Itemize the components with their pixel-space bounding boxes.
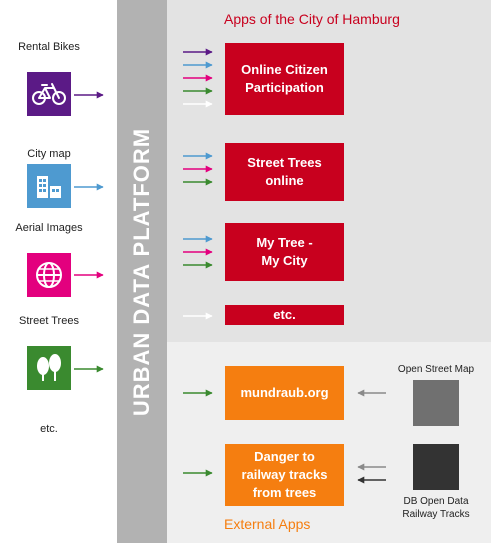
source-label-street-trees: Street Trees: [19, 315, 79, 327]
city-buildings-icon: [37, 176, 61, 198]
rental-bikes-tile: [27, 72, 71, 116]
app-etc: etc.: [225, 305, 344, 325]
street-trees-tile: [27, 346, 71, 390]
app-danger-railway-tracks: Danger to railway tracks from trees: [225, 444, 344, 506]
source-label-city-map: City map: [27, 148, 71, 160]
app-street-trees-online: Street Trees online: [225, 143, 344, 201]
etc-tile: [27, 440, 71, 484]
aerial-images-tile: [27, 253, 71, 297]
urban-data-platform-bar: [117, 0, 167, 543]
source-label-rental-bikes: Rental Bikes: [18, 41, 80, 53]
source-label-aerial-images: Aerial Images: [15, 222, 83, 234]
bicycle-icon: [32, 83, 66, 105]
external-apps-title: External Apps: [224, 516, 311, 532]
app-mundraub: mundraub.org: [225, 366, 344, 420]
globe-icon: [36, 262, 62, 288]
osm-label: Open Street Map: [397, 364, 475, 375]
app-online-citizen-participation: Online Citizen Participation: [225, 43, 344, 115]
db-railway-tile: [413, 444, 459, 490]
db-railway-label: DB Open Data Railway Tracks: [402, 496, 470, 520]
app-my-tree-my-city: My Tree - My City: [225, 223, 344, 281]
city-apps-title: Apps of the City of Hamburg: [224, 11, 400, 27]
source-label-etc: etc.: [40, 423, 58, 435]
city-map-tile: [27, 164, 71, 208]
osm-tile: [413, 380, 459, 426]
trees-icon: [37, 354, 61, 381]
